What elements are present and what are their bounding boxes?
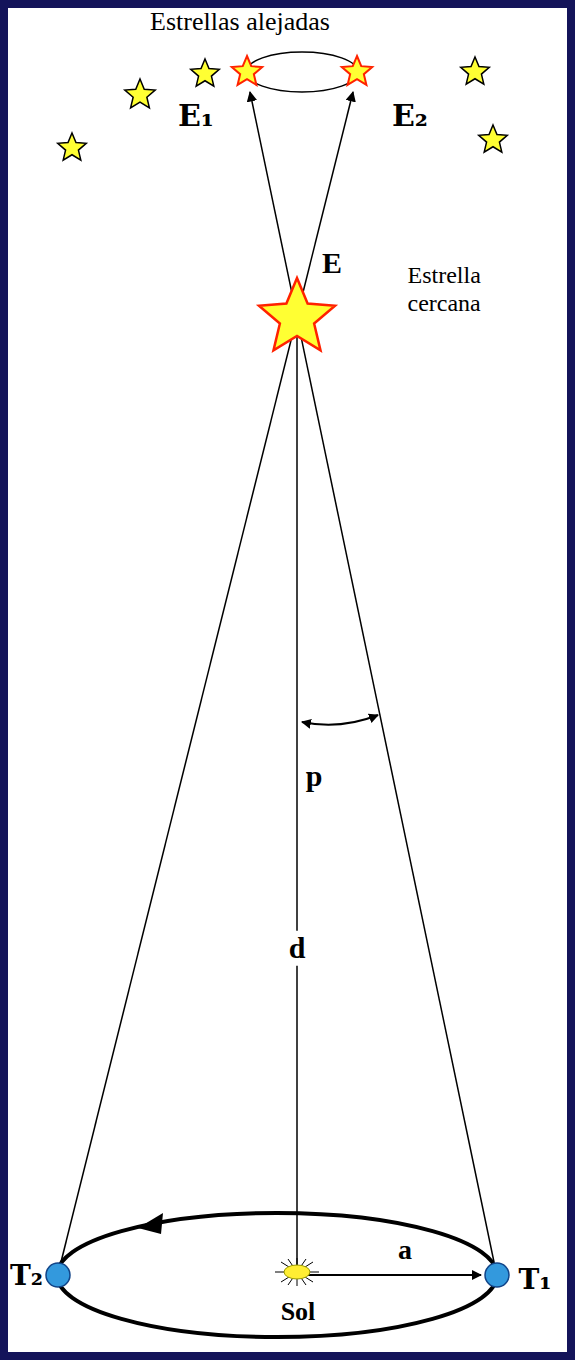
angle-label: p xyxy=(303,759,326,794)
earth-position xyxy=(46,1263,70,1287)
distance-label: d xyxy=(286,931,309,966)
white-ground xyxy=(8,8,567,1352)
heading-label: Estrellas alejadas xyxy=(150,7,330,37)
radius-arrow xyxy=(300,1274,481,1276)
star-label: E₂ xyxy=(392,99,428,134)
apparent-path xyxy=(246,52,358,92)
star-label: E xyxy=(322,246,342,281)
shifted-stars xyxy=(232,56,372,85)
near-star xyxy=(259,278,335,350)
angle-arc xyxy=(302,715,378,725)
sun-label: Sol xyxy=(281,1297,316,1327)
distance-line xyxy=(296,318,298,1268)
star-label: E₁ xyxy=(178,99,214,134)
position-label: T₁ xyxy=(518,1264,551,1296)
star-note: Estrella cercana xyxy=(408,262,533,317)
distant-stars xyxy=(58,57,508,160)
sight-line xyxy=(61,92,353,1262)
sun-symbol xyxy=(275,1258,319,1286)
orbit-arrowhead xyxy=(138,1213,163,1234)
earth-orbit xyxy=(57,1213,497,1337)
position-label: T₂ xyxy=(10,1260,43,1292)
radius-label: a xyxy=(398,1234,412,1266)
earth-position xyxy=(485,1263,509,1287)
